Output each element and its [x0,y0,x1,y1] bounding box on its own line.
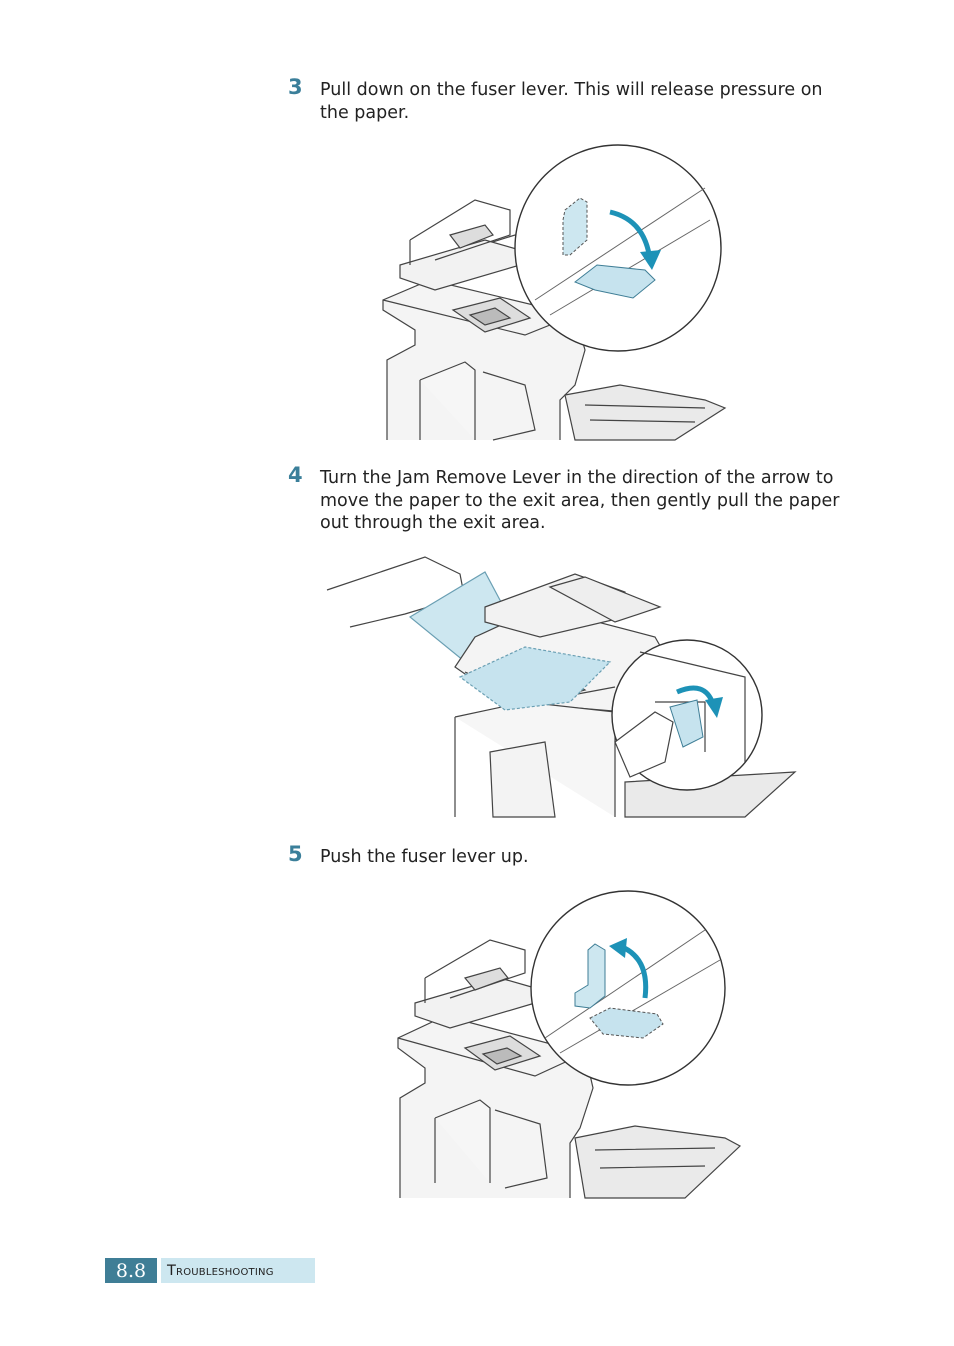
step-text: Push the fuser lever up. [320,847,529,867]
step-number: 4 [288,463,303,487]
step-text: Pull down on the fuser lever. This will … [320,80,823,123]
step-number: 5 [288,842,303,866]
illustration-fuser-lever-up [397,890,742,1199]
section-title: Troubleshooting [161,1258,315,1283]
step-text: Turn the Jam Remove Lever in the directi… [320,468,840,533]
illustration-fuser-lever-down [382,144,727,441]
page-footer: 8.8 Troubleshooting [105,1258,315,1283]
page-number: 8.8 [105,1258,157,1283]
illustration-jam-remove-lever [326,556,797,818]
step-number: 3 [288,75,303,99]
